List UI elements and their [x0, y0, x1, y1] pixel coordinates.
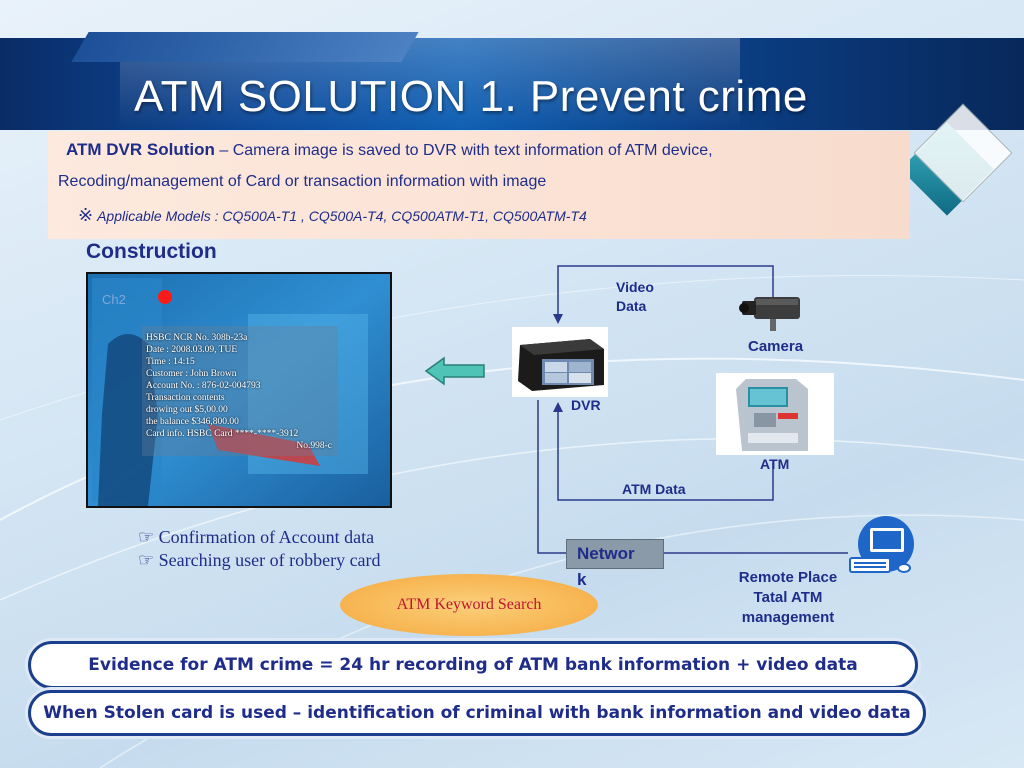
- reference-mark-icon: ※: [78, 205, 94, 225]
- camera-icon: [736, 287, 806, 335]
- keyword-search-label: ATM Keyword Search: [396, 596, 542, 613]
- list-item: ☞ Confirmation of Account data: [138, 527, 375, 547]
- info-panel: [48, 131, 910, 239]
- info-models: ※Applicable Models : CQ500A-T1 , CQ500A-…: [78, 205, 587, 225]
- header-accent: [71, 32, 419, 62]
- record-dot-icon: [158, 290, 172, 304]
- cctv-frame: Ch2 HSBC NCR No. 308b-23a Date : 2008.03…: [86, 272, 392, 508]
- dvr-device: [512, 327, 608, 397]
- computer-icon: [846, 516, 922, 578]
- info-line-2: Recoding/management of Card or transacti…: [58, 173, 547, 190]
- camera-label: Camera: [748, 338, 804, 355]
- feature-list: ☞ Confirmation of Account data ☞ Searchi…: [138, 526, 381, 572]
- atm-machine-icon: [716, 373, 834, 455]
- transaction-overlay: HSBC NCR No. 308b-23a Date : 2008.03.09,…: [146, 333, 332, 451]
- keyword-search-ellipse: ATM Keyword Search: [340, 574, 598, 636]
- info-heading: ATM DVR Solution: [66, 140, 215, 159]
- stolen-card-statement: When Stolen card is used – identificatio…: [28, 690, 926, 736]
- list-item: ☞ Searching user of robbery card: [138, 550, 381, 570]
- remote-place-label: Remote Place Tatal ATM management: [738, 569, 838, 626]
- construction-heading: Construction: [86, 240, 217, 263]
- evidence-statement: Evidence for ATM crime = 24 hr recording…: [28, 641, 918, 689]
- page-title: ATM SOLUTION 1. Prevent crime: [134, 72, 808, 121]
- atm-data-label: ATM Data: [622, 481, 686, 497]
- dvr-label: DVR: [571, 397, 601, 413]
- atm-label: ATM: [760, 456, 790, 472]
- network-box: Networ k: [566, 539, 664, 589]
- left-arrow-icon: [424, 356, 485, 386]
- info-line-1: ATM DVR Solution – Camera image is saved…: [66, 140, 713, 159]
- channel-label: Ch2: [102, 292, 126, 307]
